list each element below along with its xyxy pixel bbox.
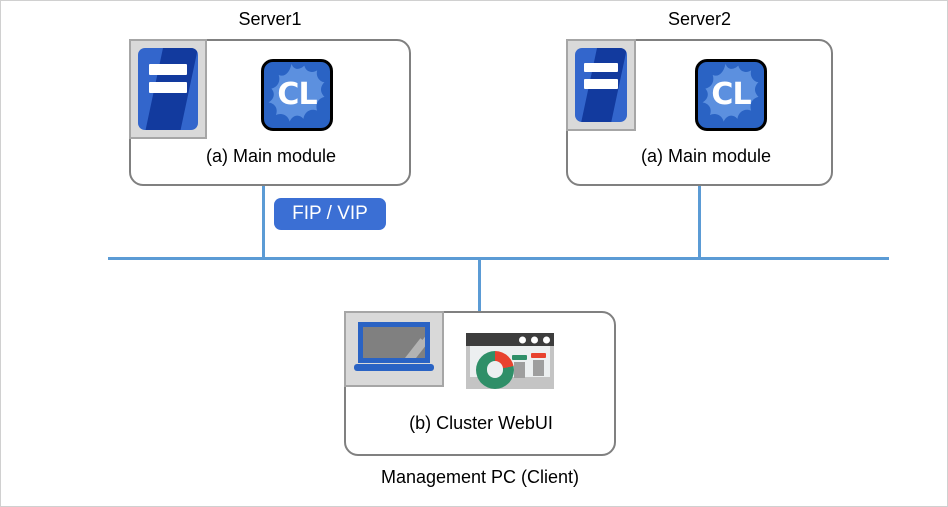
bar-chart-icon-1 <box>511 354 527 378</box>
cl-app-icon: CL <box>695 59 767 131</box>
server-rack-slot-2 <box>148 82 188 94</box>
bar-chart-icon-2 <box>531 353 547 377</box>
server-rack-icon <box>566 39 636 131</box>
bar-stem <box>513 361 525 378</box>
server-rack-slot-1 <box>584 62 618 73</box>
cl-app-icon: CL <box>261 59 333 131</box>
bar-cap-green <box>511 354 527 360</box>
browser-dot-2 <box>531 336 538 344</box>
server-rack-slot-2 <box>584 79 618 89</box>
laptop-icon <box>344 311 444 387</box>
browser-dot-3 <box>543 336 550 344</box>
server-rack-body <box>575 48 627 122</box>
network-bus-line <box>108 257 889 260</box>
browser-dot-1 <box>519 336 526 344</box>
bar-stem <box>533 360 545 377</box>
fip-vip-badge: FIP / VIP <box>274 198 386 230</box>
server2-card-label: (a) Main module <box>640 146 772 166</box>
management-pc-network-connector <box>478 259 481 312</box>
bar-cap-red <box>531 353 547 359</box>
server1-network-connector <box>262 186 265 260</box>
server-rack-icon <box>129 39 207 139</box>
cl-splash-shape <box>268 63 325 122</box>
cl-icon-label: CL <box>277 77 317 112</box>
browser-webui-icon <box>466 333 554 389</box>
laptop-screen <box>357 322 431 363</box>
server2-title: Server2 <box>667 9 732 29</box>
server1-title: Server1 <box>238 9 302 29</box>
management-pc-card-label: (b) Cluster WebUI <box>409 413 553 433</box>
donut-chart-icon <box>475 350 514 389</box>
laptop-base <box>353 364 435 371</box>
server-rack-body <box>138 48 198 130</box>
server1-card-label: (a) Main module <box>205 146 337 166</box>
management-pc-title: Management PC (Client) <box>380 467 580 487</box>
server2-network-connector <box>698 186 701 260</box>
cl-splash-shape <box>702 63 759 122</box>
browser-content <box>469 346 551 389</box>
cl-icon-label: CL <box>711 77 751 112</box>
browser-titlebar <box>466 333 554 347</box>
server-rack-slot-1 <box>148 64 188 76</box>
